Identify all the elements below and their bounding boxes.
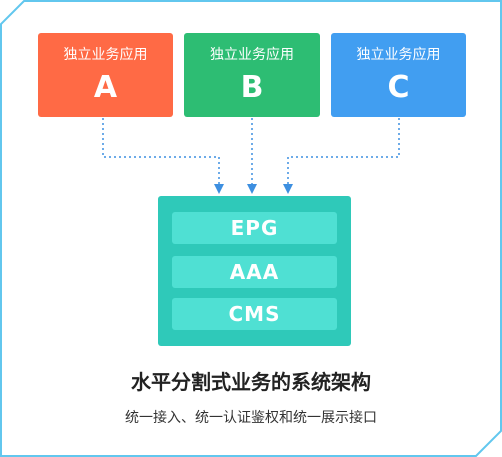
app-box-c: 独立业务应用 C xyxy=(331,33,466,117)
app-box-label: 独立业务应用 xyxy=(63,47,148,63)
module-cms: CMS xyxy=(172,298,337,330)
app-box-letter: B xyxy=(240,70,264,105)
module-aaa: AAA xyxy=(172,256,337,288)
platform-box: EPG AAA CMS xyxy=(158,196,351,346)
arrowhead-c xyxy=(283,184,293,194)
arrowhead-b xyxy=(247,184,257,194)
module-epg: EPG xyxy=(172,212,337,244)
connectors xyxy=(102,118,400,185)
arrowhead-a xyxy=(214,184,224,194)
arrowheads xyxy=(214,184,293,194)
app-box-letter: C xyxy=(387,70,410,105)
diagram-subtitle: 统一接入、统一认证鉴权和统一展示接口 xyxy=(125,410,377,426)
app-box-letter: A xyxy=(93,70,118,105)
app-box-b: 独立业务应用 B xyxy=(184,33,320,117)
app-box-label: 独立业务应用 xyxy=(210,47,294,63)
app-box-label: 独立业务应用 xyxy=(356,47,441,63)
diagram-title: 水平分割式业务的系统架构 xyxy=(131,370,371,394)
app-box-a: 独立业务应用 A xyxy=(38,33,173,117)
connector-a xyxy=(102,118,220,185)
